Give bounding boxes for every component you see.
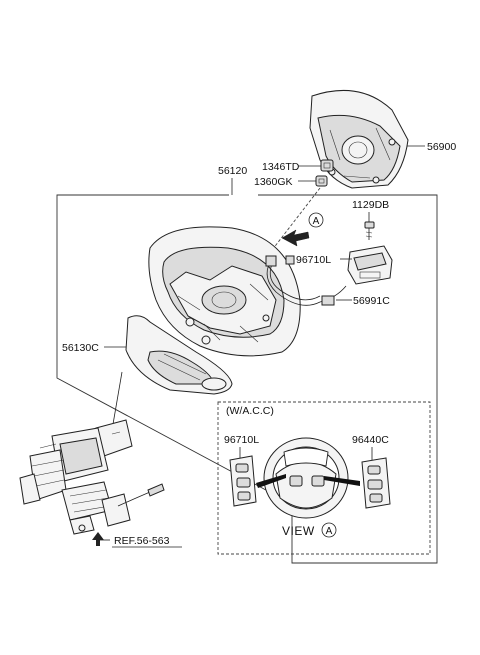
- acc-title: (W/A.C.C): [226, 405, 274, 417]
- acc-view-box: [217, 401, 431, 555]
- screw-part: [364, 221, 375, 240]
- bolt-part: [315, 175, 328, 187]
- steering-wheel: [148, 226, 301, 357]
- ref-arrow: [92, 532, 110, 546]
- airbag-module: [309, 90, 409, 189]
- wiring-harness: [265, 255, 347, 306]
- axis-line: [217, 187, 321, 321]
- view-wheel: [263, 437, 349, 519]
- left-switch-panel: [229, 455, 257, 507]
- view-arrow: [281, 229, 310, 247]
- caption-letter: A: [326, 526, 333, 537]
- right-switch-panel: [361, 457, 391, 509]
- view-caption-marker: A: [321, 522, 337, 538]
- label-cover: 56130C: [62, 342, 99, 354]
- nut-part: [320, 159, 334, 172]
- view-a-marker: A: [308, 212, 324, 228]
- label-airbag: 56900: [427, 141, 456, 153]
- label-switch: 96710L: [296, 254, 331, 266]
- steering-column: [19, 419, 165, 535]
- label-bolt: 1360GK: [254, 176, 293, 188]
- right-pointer-arrow: [324, 476, 360, 486]
- label-nut: 1346TD: [262, 161, 300, 173]
- label-right-switch: 96440C: [352, 434, 389, 446]
- label-ref: REF.56-563: [114, 535, 170, 547]
- assembly-frame: [56, 194, 438, 564]
- label-screw: 1129DB: [352, 199, 389, 211]
- lower-cover: [125, 315, 233, 395]
- label-harness: 56991C: [353, 295, 390, 307]
- label-wheel: 56120: [218, 165, 247, 177]
- left-pointer-arrow: [256, 474, 286, 488]
- label-left-switch: 96710L: [224, 434, 259, 446]
- marker-letter: A: [313, 216, 320, 227]
- switch-module: [347, 245, 393, 285]
- view-caption: VIEW: [282, 524, 315, 538]
- column-shaft-line: [111, 371, 123, 431]
